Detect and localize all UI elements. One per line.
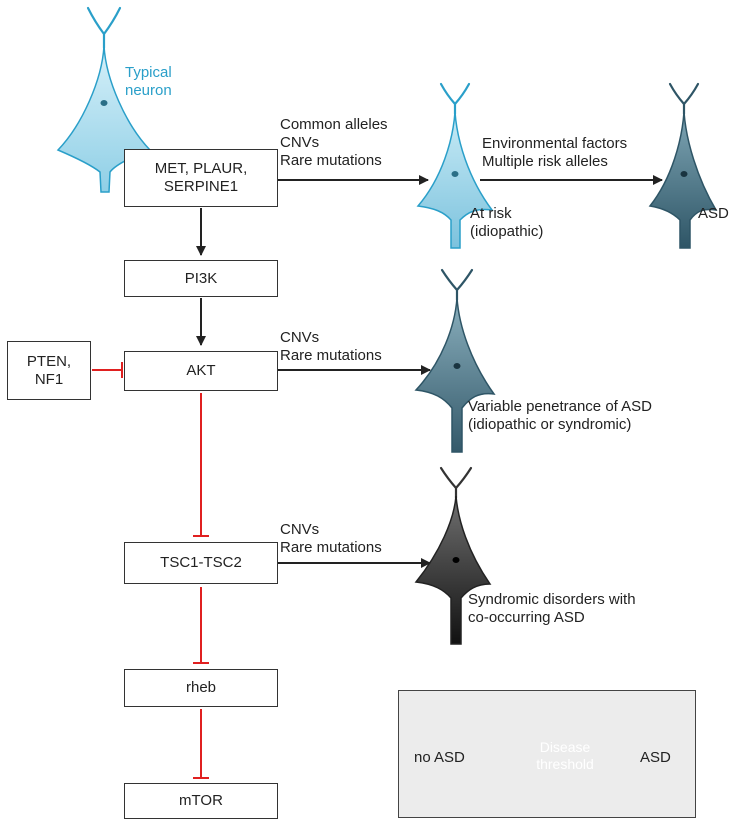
- syndromic-neuron-icon: [414, 466, 492, 645]
- akt-label: AKT: [186, 362, 216, 379]
- met-to-risk-arrow-label: Common alleles CNVs Rare mutations: [280, 116, 388, 170]
- typical-neuron-label-line2: neuron: [125, 82, 172, 99]
- rare-mutations-label: Rare mutations: [280, 152, 382, 169]
- rheb-label: rheb: [185, 679, 217, 696]
- asd-neuron-icon: [648, 82, 718, 249]
- syndromic-label-line2: co-occurring ASD: [468, 609, 585, 626]
- met-box-line1: MET, PLAUR,: [154, 160, 248, 177]
- cnvs-label: CNVs: [280, 521, 320, 538]
- inhibition-tsc-to-rheb: [193, 587, 209, 664]
- typical-neuron-label-line1: Typical: [125, 64, 172, 81]
- rare-mutations-label: Rare mutations: [280, 347, 382, 364]
- legend-asd-text: ASD: [640, 749, 671, 766]
- mtor-box: mTOR: [124, 783, 278, 819]
- syndromic-label: Syndromic disorders with co-occurring AS…: [468, 591, 636, 627]
- legend-asd-label: ASD: [640, 749, 671, 767]
- at-risk-label: At risk (idiopathic): [470, 205, 543, 241]
- pten-label: PTEN,: [26, 352, 72, 370]
- tsc-label: TSC1-TSC2: [160, 554, 242, 571]
- pi3k-label: PI3K: [184, 269, 218, 287]
- legend-threshold-text: threshold: [536, 756, 594, 772]
- variable-label-line2: (idiopathic or syndromic): [468, 416, 632, 433]
- rare-mutations-label: Rare mutations: [280, 539, 382, 556]
- risk-to-asd-arrow-label: Environmental factors Multiple risk alle…: [482, 135, 627, 171]
- legend-no-asd-label: no ASD: [414, 749, 465, 767]
- common-alleles-label: Common alleles: [280, 116, 388, 133]
- asd-neuron-label-text: ASD: [698, 205, 729, 222]
- tsc-to-syndromic-arrow-label: CNVs Rare mutations: [280, 521, 382, 557]
- tsc1-tsc2-box: TSC1-TSC2: [124, 542, 278, 584]
- syndromic-label-line1: Syndromic disorders with: [468, 591, 636, 608]
- at-risk-neuron-icon: [416, 82, 494, 249]
- variable-penetrance-neuron-icon: [414, 268, 496, 453]
- typical-neuron-label: Typical neuron: [125, 64, 172, 100]
- inhibition-rheb-to-mtor: [193, 709, 209, 779]
- variable-penetrance-label: Variable penetrance of ASD (idiopathic o…: [468, 398, 652, 434]
- cnvs-label: CNVs: [280, 134, 320, 151]
- pi3k-box: PI3K: [124, 260, 278, 297]
- cnvs-label: CNVs: [280, 329, 320, 346]
- at-risk-label-line1: At risk: [470, 205, 512, 222]
- inhibition-pten-to-akt: [92, 362, 123, 378]
- at-risk-label-line2: (idiopathic): [470, 223, 544, 240]
- legend-disease-text: Disease: [539, 739, 591, 755]
- legend-threshold-label: Disease threshold: [520, 739, 610, 773]
- disease-threshold-legend: [398, 690, 696, 818]
- pten-nf1-box: PTEN, NF1: [7, 341, 91, 400]
- asd-neuron-label: ASD: [698, 205, 729, 223]
- nf1-label: NF1: [34, 370, 64, 388]
- multiple-risk-alleles-label: Multiple risk alleles: [482, 153, 608, 170]
- environmental-factors-label: Environmental factors: [482, 135, 628, 152]
- legend-no-asd-text: no ASD: [414, 749, 465, 766]
- mtor-label: mTOR: [179, 792, 223, 809]
- inhibition-akt-to-tsc: [193, 393, 209, 537]
- met-plaur-serpine1-box: MET, PLAUR, SERPINE1: [124, 149, 278, 207]
- met-box-line2: SERPINE1: [163, 178, 239, 195]
- variable-label-line1: Variable penetrance of ASD: [468, 398, 653, 415]
- rheb-box: rheb: [124, 669, 278, 707]
- akt-box: AKT: [124, 351, 278, 391]
- akt-to-variable-arrow-label: CNVs Rare mutations: [280, 329, 382, 365]
